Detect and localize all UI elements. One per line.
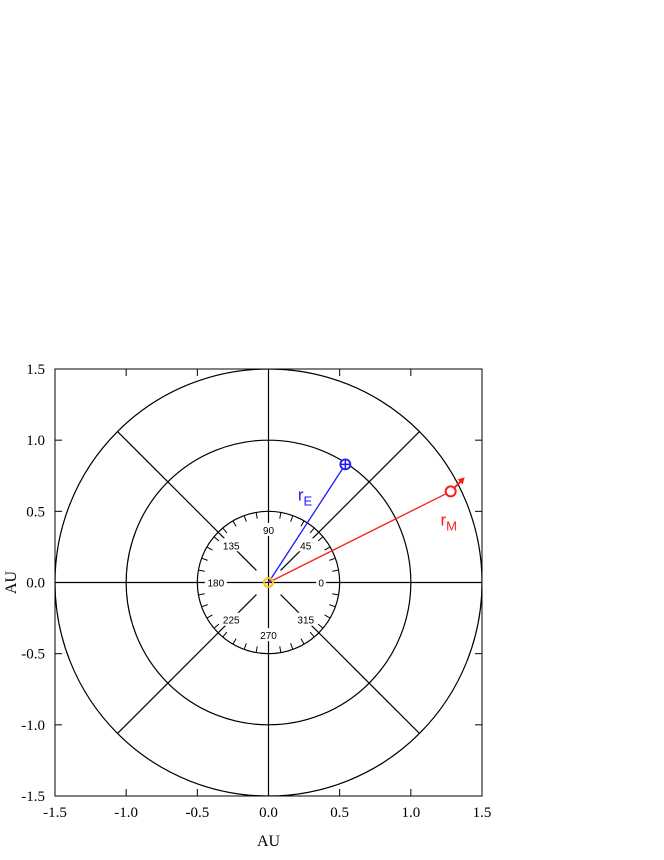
angle-minor-tick (213, 536, 220, 542)
angle-minor-tick (290, 643, 294, 650)
x-tick-label: 0.0 (259, 805, 278, 821)
angle-label-bg (220, 612, 243, 626)
angle-label-bg (257, 628, 280, 642)
angle-minor-tick (309, 527, 315, 534)
angle-minor-tick (222, 631, 228, 638)
angle-minor-tick (329, 557, 336, 561)
y-tick-label: 1.0 (26, 433, 45, 449)
orbit-circle-1 (125, 439, 412, 726)
angle-label-bg (294, 612, 317, 626)
x-tick-label: 1.5 (473, 805, 492, 821)
y-tick-label: 0.0 (26, 576, 45, 592)
angle-minor-tick (309, 631, 315, 638)
angle-minor-tick (232, 638, 237, 645)
angle-label-bg (297, 538, 314, 552)
x-axis-title: AU (257, 833, 281, 850)
angle-label-bg (220, 538, 243, 552)
angle-label-315: 315 (297, 616, 314, 627)
x-tick-label: 0.5 (330, 805, 349, 821)
r-m-vector (268, 490, 451, 584)
angle-label-0: 0 (318, 579, 324, 590)
angle-label-90: 90 (263, 526, 275, 537)
y-tick-label: 0.5 (26, 504, 45, 520)
angle-minor-tick (206, 546, 213, 551)
angle-minor-tick (329, 604, 336, 608)
angle-label-bg (204, 575, 227, 589)
angle-minor-tick (255, 646, 258, 653)
y-tick-label: 1.5 (26, 362, 45, 378)
angle-minor-tick (243, 515, 247, 522)
angle-dial: 0 45 90 135 180 225 270 315 (197, 511, 340, 654)
y-tick-label: -0.5 (21, 647, 45, 663)
angle-minor-tick (290, 515, 294, 522)
angle-label-270: 270 (260, 631, 277, 642)
angle-minor-tick (222, 527, 228, 534)
angle-minor-tick (324, 614, 331, 619)
angle-label-bg (316, 575, 327, 589)
angle-minor-tick (243, 643, 247, 650)
r-e-label: rE (298, 486, 313, 509)
angle-minor-tick (317, 623, 324, 629)
sun-icon (263, 577, 274, 588)
angle-label-bg (260, 522, 277, 536)
angle-minor-tick (201, 557, 208, 561)
y-tick-label: -1.0 (21, 718, 45, 734)
x-tick-label: -0.5 (185, 805, 209, 821)
angle-minor-tick (300, 520, 305, 527)
y-axis-title: AU (3, 571, 20, 595)
angle-minor-tick (332, 593, 339, 596)
orbit-vectors: rE rM (263, 458, 465, 588)
axis-ticks: -1.5 -1.0 -0.5 0.0 0.5 1.0 1.5 -1.5 -1.0 -0.5 0.0 0… (21, 362, 491, 821)
angle-minor-tick (206, 614, 213, 619)
r-m-label: rM (440, 511, 457, 534)
angle-label-225: 225 (223, 616, 240, 627)
x-tick-label: -1.5 (43, 805, 67, 821)
angle-minor-tick (213, 623, 220, 629)
y-tick-label: -1.5 (21, 789, 45, 805)
angle-minor-tick (279, 512, 282, 519)
angle-minor-tick (255, 512, 258, 519)
angle-minor-tick (198, 569, 205, 572)
x-tick-label: -1.0 (114, 805, 138, 821)
angle-minor-tick (317, 536, 324, 542)
mars-icon (444, 477, 465, 498)
angle-minor-tick (332, 569, 339, 572)
angle-label-180: 180 (207, 579, 224, 590)
angle-minor-tick (300, 638, 305, 645)
angle-minor-tick (232, 520, 237, 527)
angle-minor-tick (198, 593, 205, 596)
angle-minor-tick (201, 604, 208, 608)
angle-label-135: 135 (223, 541, 240, 552)
angle-minor-tick (279, 646, 282, 653)
earth-icon (339, 458, 352, 471)
angle-label-45: 45 (300, 541, 312, 552)
x-tick-label: 1.0 (401, 805, 420, 821)
angle-minor-tick (324, 546, 331, 551)
r-e-vector (267, 464, 346, 583)
